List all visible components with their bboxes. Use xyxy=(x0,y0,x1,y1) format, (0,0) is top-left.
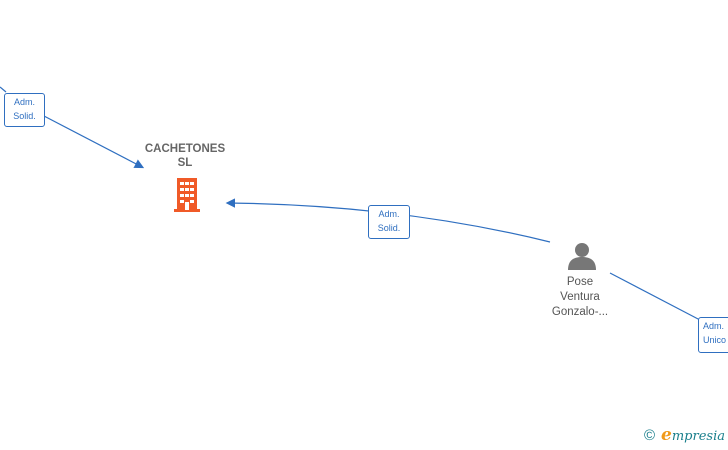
brand-logo-rest: mpresia xyxy=(671,429,725,444)
edge-top-left-arrow xyxy=(43,115,145,169)
edge-label-top-left-line2: Solid. xyxy=(13,111,36,121)
edge-label-top-left[interactable]: Adm. Solid. xyxy=(4,93,45,127)
building-icon[interactable] xyxy=(172,177,202,218)
edge-top-left xyxy=(0,86,7,93)
person-name-line2: Ventura xyxy=(560,291,600,303)
person-icon[interactable] xyxy=(567,241,597,276)
company-node-label[interactable]: CACHETONES SL xyxy=(140,142,230,170)
person-node-label[interactable]: Pose Ventura Gonzalo-... xyxy=(540,275,620,320)
edge-label-bottom-right-line2: Unico xyxy=(703,335,727,345)
brand-logo: empresia xyxy=(661,425,725,445)
company-name-line2: SL xyxy=(177,157,193,169)
edge-label-bottom-right-line1: Adm. xyxy=(703,321,725,331)
brand-logo-e: e xyxy=(661,425,672,445)
edge-label-middle-line1: Adm. xyxy=(378,209,400,219)
copyright-icon: © xyxy=(643,426,656,444)
person-name-line1: Pose xyxy=(566,276,594,288)
brand-footer: © empresia xyxy=(644,425,725,445)
edge-bottom-right xyxy=(609,272,701,321)
edge-label-middle-line2: Solid. xyxy=(377,223,401,233)
company-name-line1: CACHETONES xyxy=(144,143,226,155)
person-name-line3: Gonzalo-... xyxy=(551,306,609,318)
edge-label-middle[interactable]: Adm. Solid. xyxy=(368,205,410,239)
edge-label-bottom-right[interactable]: Adm. Unico xyxy=(698,317,728,353)
edge-label-top-left-line1: Adm. xyxy=(13,97,35,107)
